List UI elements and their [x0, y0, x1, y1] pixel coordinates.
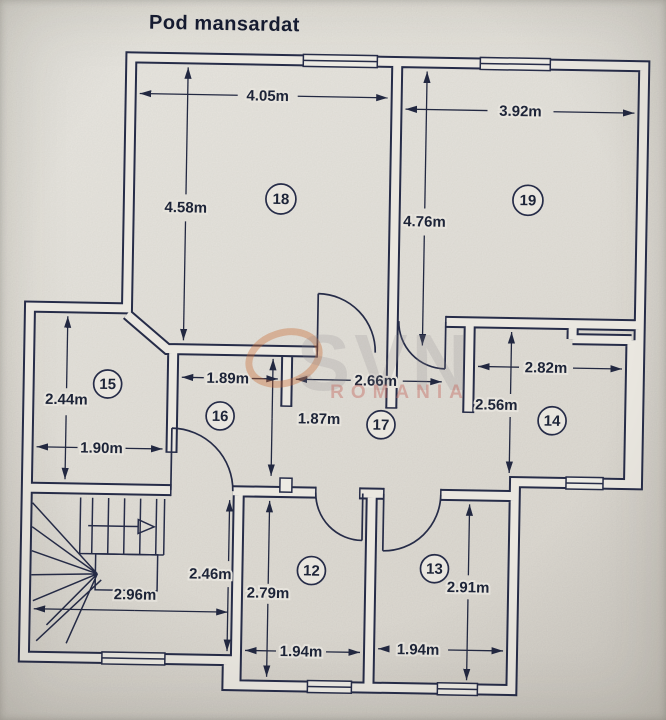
- floor-plan-photo: 4.05m 4.58m 3.92m 4.76m 2.44m: [0, 0, 666, 720]
- photo-vignette: [0, 0, 666, 720]
- floor-plan-canvas: 4.05m 4.58m 3.92m 4.76m 2.44m: [0, 0, 666, 720]
